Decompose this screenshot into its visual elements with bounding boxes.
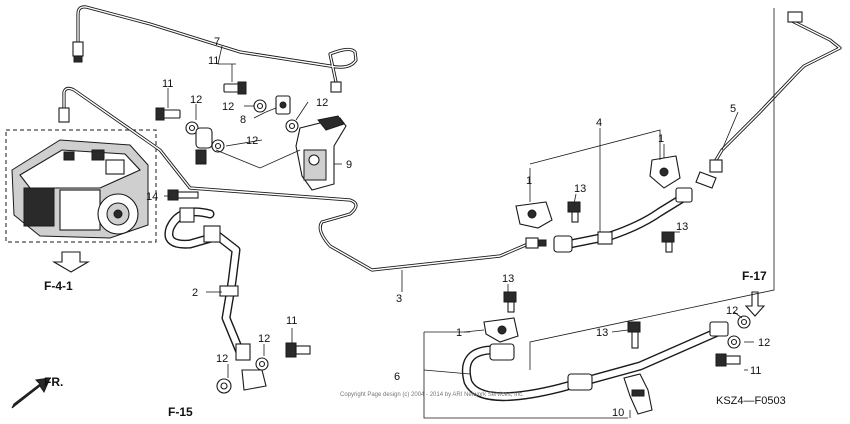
- callout-13-lower: 13: [596, 327, 608, 339]
- banjo-fitting-8[interactable]: [275, 95, 291, 115]
- sealing-washers-master[interactable]: [185, 99, 299, 153]
- callout-11-top: 11: [208, 55, 219, 67]
- callout-11-left: 11: [162, 78, 173, 90]
- callout-14: 14: [146, 191, 158, 203]
- callout-13-mid: 13: [574, 183, 586, 195]
- callout-13-bottom: 13: [502, 273, 514, 285]
- callout-13-right: 13: [676, 221, 688, 233]
- callout-7: 7: [214, 36, 220, 48]
- callout-12-far-right-top: 12: [726, 305, 738, 317]
- callout-12-far-right: 12: [758, 337, 770, 349]
- callout-6: 6: [394, 371, 400, 383]
- abs-modulator-unit[interactable]: [5, 129, 157, 243]
- callout-11-bottom: 11: [286, 315, 297, 327]
- callout-labels: 7 11 12 11 12 8 12 12 9 14 2 3 4 5 1 1 1…: [146, 36, 770, 419]
- front-direction-arrow: FR.: [11, 375, 63, 409]
- callout-9: 9: [346, 159, 352, 171]
- callout-12-bottom-left: 12: [216, 353, 228, 365]
- diagram-code: KSZ4—F0503: [716, 395, 786, 407]
- bolt-14[interactable]: [167, 189, 199, 201]
- reference-f-15-label: F-15: [168, 405, 193, 419]
- callout-8: 8: [240, 114, 246, 126]
- bolt-11-top[interactable]: [223, 81, 247, 95]
- callout-1-mid: 1: [526, 175, 532, 187]
- banjo-fittings-left[interactable]: [195, 127, 213, 165]
- callout-10: 10: [612, 407, 624, 419]
- reference-f-17-label: F-17: [742, 269, 767, 283]
- brake-pipe-5[interactable]: [695, 11, 842, 189]
- leader-lines: [164, 8, 775, 419]
- reference-f-4-1-label: F-4-1: [44, 279, 73, 293]
- callout-12-right: 12: [316, 97, 328, 109]
- callout-2: 2: [192, 287, 198, 299]
- callout-12-lower: 12: [246, 135, 258, 147]
- front-direction-label: FR.: [44, 375, 63, 389]
- callout-12-left: 12: [190, 94, 202, 106]
- brake-pipe-3[interactable]: [58, 86, 547, 272]
- clamp-1-c[interactable]: [483, 317, 519, 343]
- copyright-notice: Copyright Page design (c) 2004 - 2014 by…: [340, 392, 524, 398]
- bolt-13-bottom[interactable]: [503, 291, 641, 349]
- reference-arrow-f-4-1[interactable]: F-4-1: [44, 251, 91, 293]
- bottom-left-fasteners[interactable]: [216, 342, 311, 394]
- clamp-1-a[interactable]: [515, 201, 553, 229]
- brake-hose-2[interactable]: [164, 207, 267, 391]
- right-fasteners[interactable]: [715, 315, 751, 367]
- callout-1-right: 1: [658, 133, 664, 145]
- master-cylinder-9[interactable]: [295, 115, 347, 191]
- callout-3: 3: [396, 293, 402, 305]
- bracket-10[interactable]: [623, 373, 653, 415]
- callout-4: 4: [596, 117, 602, 129]
- reference-f-15[interactable]: F-15: [168, 405, 193, 419]
- callout-5: 5: [730, 103, 736, 115]
- reference-f-17[interactable]: F-17: [742, 269, 767, 317]
- brake-hose-4[interactable]: [553, 187, 693, 253]
- clamp-1-b[interactable]: [649, 155, 681, 189]
- bolt-11-left[interactable]: [155, 107, 181, 121]
- callout-11-far-right: 11: [750, 365, 761, 377]
- callout-1-bottom: 1: [456, 327, 462, 339]
- brake-pipe-7[interactable]: [72, 5, 358, 93]
- callout-12-bottom-mid: 12: [258, 333, 270, 345]
- brake-hose-6[interactable]: [461, 321, 729, 402]
- callout-12-mid: 12: [222, 101, 234, 113]
